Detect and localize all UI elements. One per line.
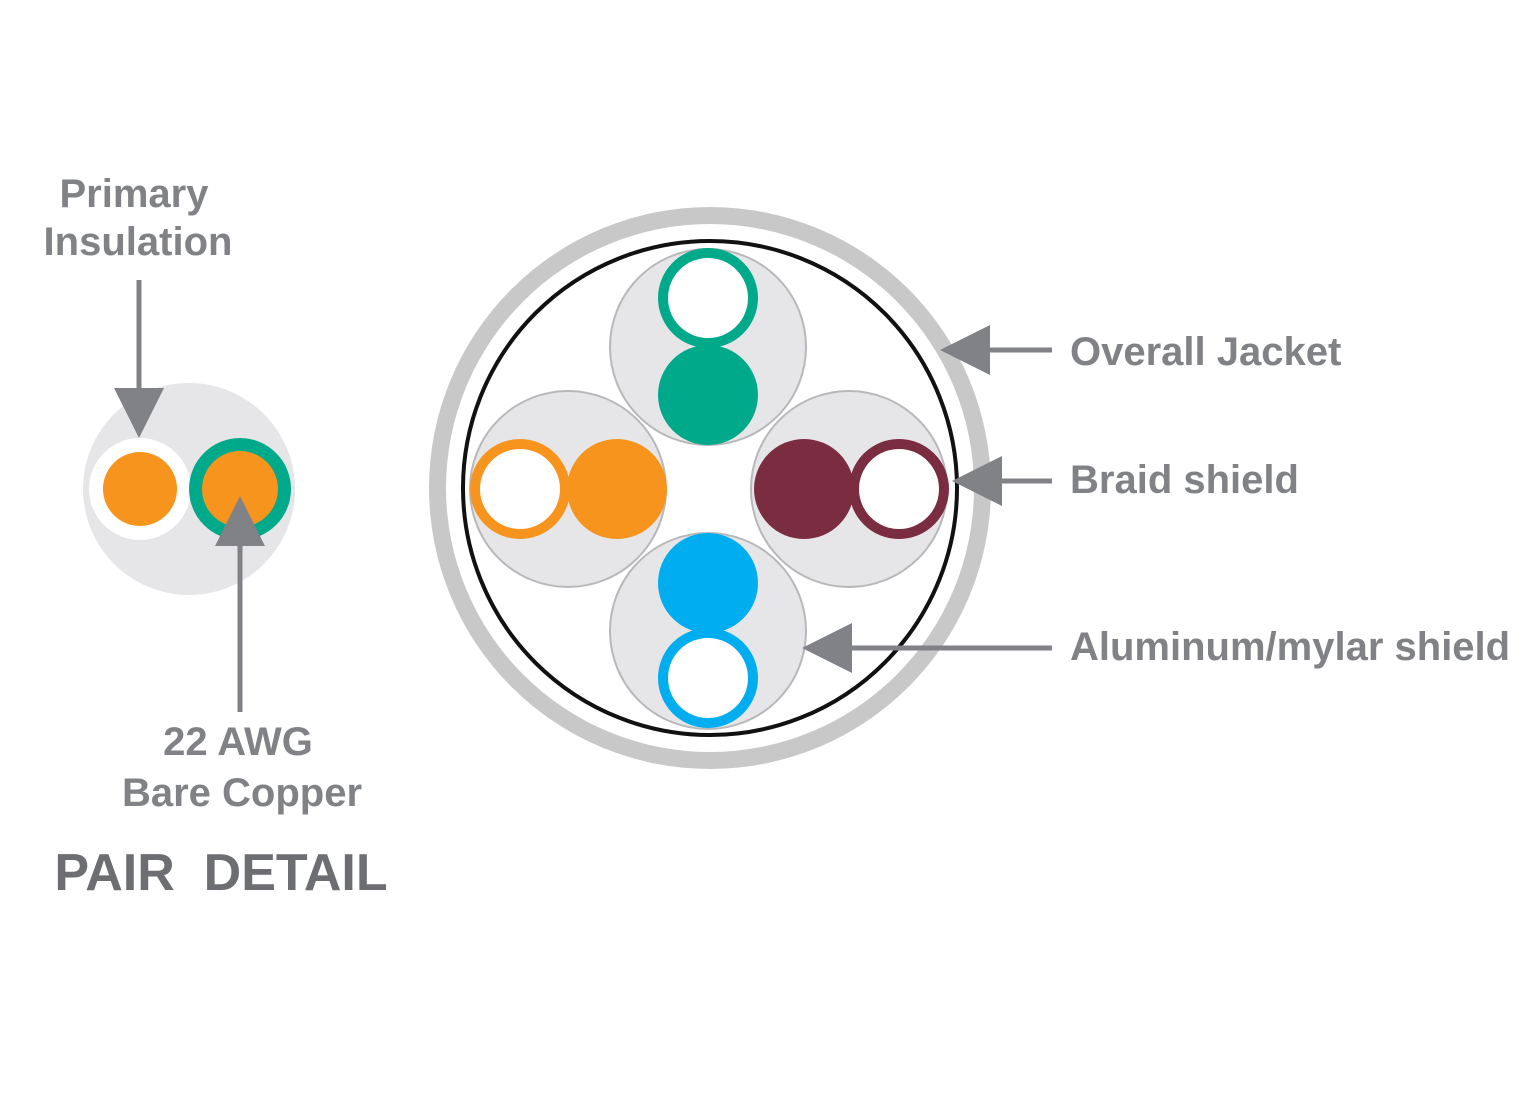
overall-jacket-label: Overall Jacket <box>1070 330 1341 374</box>
pair-detail-title: PAIR DETAIL <box>54 844 387 902</box>
brown-striped-conductor <box>849 439 949 539</box>
green-striped-conductor <box>658 248 758 348</box>
green-solid-conductor <box>658 345 758 445</box>
cable-cross-section: Overall Jacket Braid shield Aluminum/myl… <box>429 207 1510 769</box>
primary-insulation-label-line2: Insulation <box>44 220 233 264</box>
primary-insulation-label-line1: Primary <box>60 172 210 216</box>
pair-detail-copper-left <box>103 452 177 526</box>
orange-solid-conductor <box>567 439 667 539</box>
orange-striped-conductor <box>470 439 570 539</box>
foil-shield-label: Aluminum/mylar shield <box>1070 625 1510 669</box>
pair-detail: Primary Insulation 22 AWG Bare Copper PA… <box>44 172 388 902</box>
blue-solid-conductor <box>658 533 758 633</box>
copper-label-line2: Bare Copper <box>122 771 362 815</box>
brown-solid-conductor <box>754 439 854 539</box>
copper-label-line1: 22 AWG <box>163 720 313 764</box>
blue-striped-conductor <box>658 628 758 728</box>
braid-shield-label: Braid shield <box>1070 458 1299 502</box>
jacket-inner-gap <box>446 224 974 752</box>
